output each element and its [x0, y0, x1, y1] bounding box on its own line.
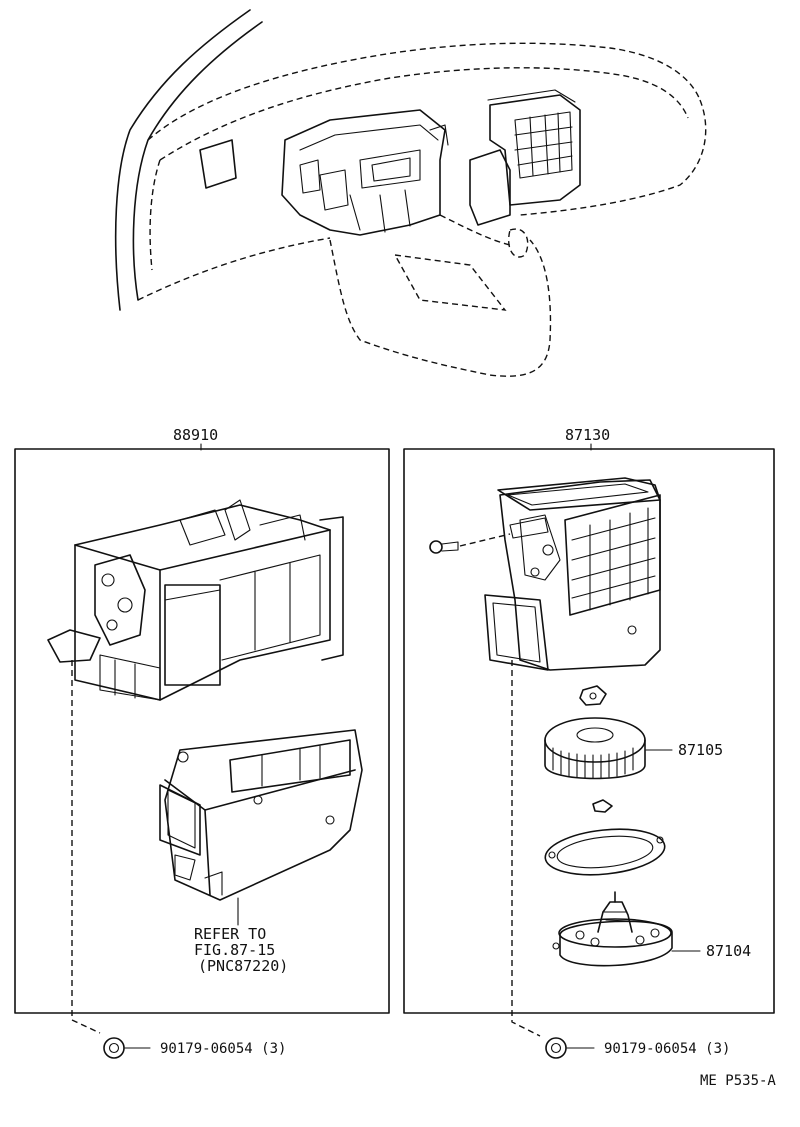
blower-case-illustration [429, 477, 661, 671]
component-part-number-87104: 87104 [706, 942, 751, 960]
fastener-locator-line [71, 660, 101, 1034]
nut-icon [545, 1037, 567, 1059]
fan-nut-illustration [579, 685, 607, 706]
note-line-3: (PNC87220) [198, 957, 288, 975]
note-line-1: REFER TO [194, 925, 266, 943]
blower-fan-illustration [544, 717, 646, 780]
component-part-number-87105: 87105 [678, 741, 723, 759]
figure-code: ME P535-A [700, 1073, 776, 1089]
heater-unit-illustration [159, 729, 363, 926]
note-line-2: FIG.87-15 [194, 941, 275, 959]
blower-motor-illustration [552, 891, 673, 967]
assembly-part-number-88910: 88910 [173, 426, 218, 444]
washer-illustration [592, 799, 613, 813]
assembly-87130: 87130 [403, 426, 775, 1059]
assembly-part-number-87130: 87130 [565, 426, 610, 444]
dashboard-overview-illustration [114, 9, 707, 377]
assembly-frame-88910 [14, 448, 390, 1014]
fastener-part-number: 90179-06054 (3) [160, 1041, 286, 1057]
fastener-locator-line [511, 660, 541, 1037]
gasket-illustration [544, 828, 666, 876]
cooling-unit-illustration [47, 499, 344, 701]
nut-icon [103, 1037, 125, 1059]
assembly-frame-87130 [403, 448, 775, 1014]
assembly-88910: 88910 [14, 426, 390, 1059]
fastener-part-number: 90179-06054 (3) [604, 1041, 730, 1057]
